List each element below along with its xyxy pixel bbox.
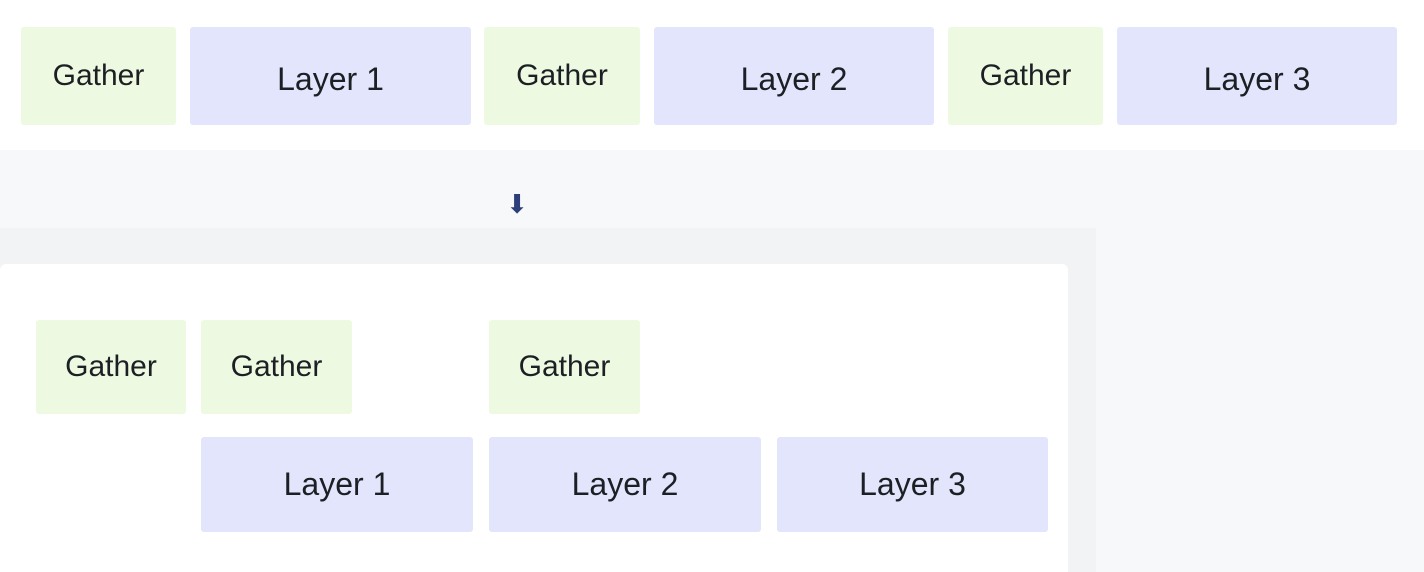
gather-block-1: Gather: [21, 27, 176, 125]
gather-block-prefetch-2: Gather: [201, 320, 352, 414]
layer-block-2: Layer 2: [654, 27, 934, 125]
gather-block-2: Gather: [484, 27, 640, 125]
sequential-schedule-panel: Gather Layer 1 Gather Layer 2 Gather Lay…: [0, 0, 1424, 150]
layer-block-3: Layer 3: [1117, 27, 1397, 125]
down-arrow-icon: ⬇: [506, 190, 528, 220]
layer-block-overlap-3: Layer 3: [777, 437, 1048, 532]
layer-block-overlap-2: Layer 2: [489, 437, 761, 532]
gather-block-prefetch-1: Gather: [36, 320, 186, 414]
layer-block-overlap-1: Layer 1: [201, 437, 473, 532]
gather-block-3: Gather: [948, 27, 1103, 125]
layer-block-1: Layer 1: [190, 27, 471, 125]
overlapped-schedule-panel: Gather Gather Gather Layer 1 Layer 2 Lay…: [0, 264, 1068, 572]
gather-block-prefetch-3: Gather: [489, 320, 640, 414]
